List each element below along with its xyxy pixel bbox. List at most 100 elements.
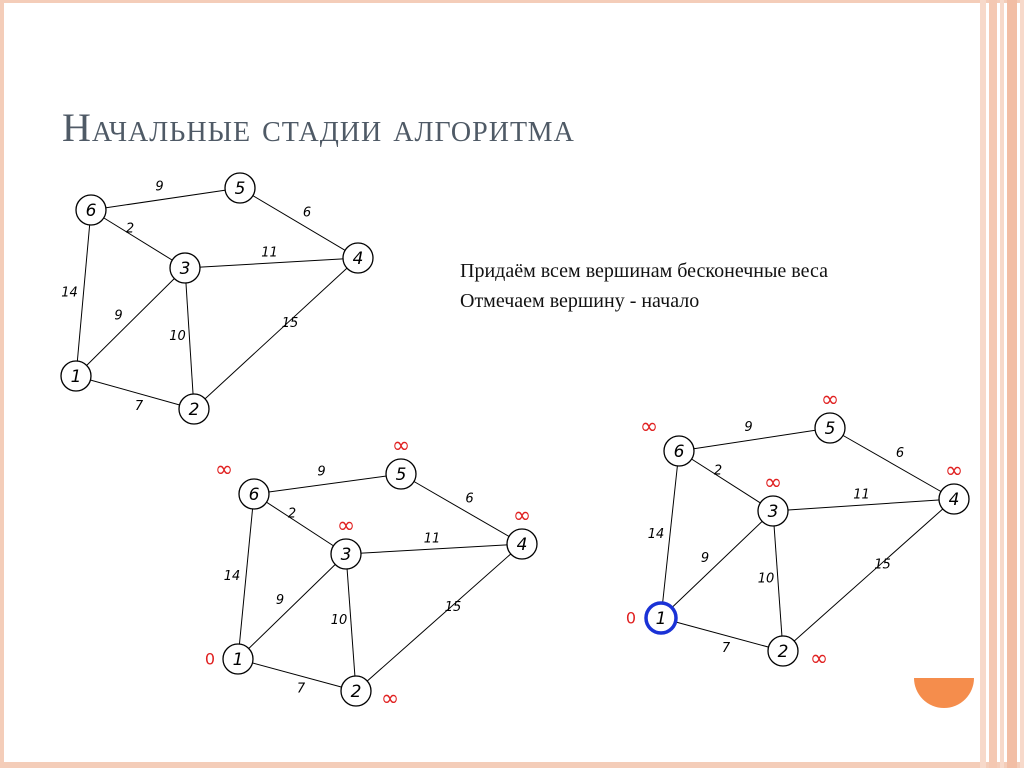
node-label: 1 — [71, 367, 82, 387]
node-3 — [330, 538, 362, 570]
node-label: 6 — [674, 442, 685, 462]
edge-1-2 — [237, 658, 357, 692]
edge-weight-label: 2 — [126, 222, 134, 237]
infinity-weight-label: ∞ — [215, 458, 233, 483]
edge-5-4 — [239, 187, 359, 259]
edge-5-4 — [829, 427, 955, 500]
edge-3-2 — [184, 267, 195, 410]
infinity-weight-label: ∞ — [821, 388, 839, 413]
edge-6-3 — [253, 493, 347, 555]
node-6 — [663, 435, 695, 467]
node-2 — [767, 635, 799, 667]
edge-6-5 — [678, 427, 831, 452]
node-3 — [757, 495, 789, 527]
edge-weight-label: 14 — [224, 569, 241, 584]
node-1-start-highlight — [644, 601, 678, 635]
edge-weight-label: 9 — [317, 465, 325, 480]
edge-weight-label: 6 — [303, 206, 311, 221]
edge-weight-label: 14 — [648, 527, 665, 542]
edge-1-2 — [75, 375, 195, 410]
left-border-decoration — [0, 0, 4, 768]
edge-6-5 — [90, 187, 241, 211]
edge-weight-label: 6 — [896, 446, 904, 461]
edge-weight-label: 9 — [114, 309, 122, 324]
edge-4-2 — [355, 543, 523, 692]
infinity-weight-label: ∞ — [513, 504, 531, 529]
infinity-weight-label: ∞ — [810, 647, 828, 672]
node-label: 6 — [249, 485, 260, 505]
node-4 — [506, 528, 538, 560]
node-label: 2 — [778, 642, 789, 662]
node-label: 5 — [235, 179, 246, 199]
node-3 — [169, 252, 201, 284]
node-label: 3 — [768, 502, 779, 522]
edge-weight-label: 6 — [465, 492, 473, 507]
edge-6-3 — [678, 450, 774, 512]
node-label: 1 — [233, 650, 244, 670]
edge-weight-label: 7 — [722, 641, 731, 656]
edge-weight-label: 15 — [874, 558, 891, 573]
node-6 — [75, 194, 107, 226]
infinity-weight-label: ∞ — [764, 471, 782, 496]
description-line-2: Отмечаем вершину - начало — [460, 290, 700, 312]
edge-weight-label: 11 — [261, 246, 278, 261]
edge-1-2 — [660, 617, 784, 652]
edge-weight-label: 9 — [276, 593, 284, 608]
node-1 — [222, 643, 254, 675]
node-6 — [238, 478, 270, 510]
infinity-weight-label: ∞ — [381, 687, 399, 712]
edge-6-1 — [237, 493, 255, 660]
node-4 — [342, 242, 374, 274]
edge-3-4 — [772, 498, 955, 512]
node-label: 2 — [189, 400, 200, 420]
edge-weight-label: 9 — [744, 420, 752, 435]
edge-weight-label: 9 — [701, 551, 709, 566]
zero-weight-label: 0 — [205, 650, 215, 669]
zero-weight-label: 0 — [626, 609, 636, 628]
slide-title: Начальные стадии алгоритма — [62, 105, 575, 150]
node-5 — [385, 458, 417, 490]
node-5 — [814, 412, 846, 444]
edge-6-5 — [253, 473, 402, 495]
node-label: 4 — [353, 249, 364, 269]
edge-1-3 — [75, 267, 186, 377]
description-line-1: Придаём всем вершинам бесконечные веса — [460, 260, 828, 282]
infinity-weight-label: ∞ — [640, 415, 658, 440]
node-label: 4 — [949, 490, 960, 510]
edge-6-3 — [90, 209, 186, 269]
top-border-decoration — [0, 0, 1024, 3]
edge-weight-label: 10 — [758, 572, 775, 587]
infinity-weight-label: ∞ — [392, 434, 410, 459]
edge-weight-label: 7 — [297, 682, 306, 697]
edge-1-3 — [237, 553, 347, 660]
node-label: 5 — [825, 419, 836, 439]
node-label: 5 — [396, 465, 407, 485]
edge-3-2 — [772, 510, 784, 652]
node-label: 3 — [180, 259, 191, 279]
edge-weight-label: 11 — [424, 532, 441, 547]
slide-description: Придаём всем вершинам бесконечные веса О… — [460, 256, 828, 316]
edge-6-1 — [75, 209, 92, 377]
edge-4-2 — [782, 498, 955, 652]
edge-3-4 — [184, 257, 359, 269]
edge-weight-label: 2 — [288, 507, 296, 522]
edge-weight-label: 10 — [169, 329, 186, 344]
edge-3-2 — [345, 553, 357, 692]
edge-weight-label: 15 — [282, 316, 299, 331]
edge-weight-label: 11 — [853, 488, 870, 503]
edge-weight-label: 14 — [61, 286, 78, 301]
node-5 — [224, 172, 256, 204]
edge-weight-label: 15 — [445, 600, 462, 615]
node-2 — [178, 393, 210, 425]
node-1 — [60, 360, 92, 392]
bottom-border-decoration — [0, 762, 1024, 768]
edge-4-2 — [193, 257, 359, 410]
orange-semicircle-decoration — [914, 678, 974, 708]
node-label: 3 — [341, 545, 352, 565]
node-4 — [938, 483, 970, 515]
node-label: 4 — [517, 535, 528, 555]
